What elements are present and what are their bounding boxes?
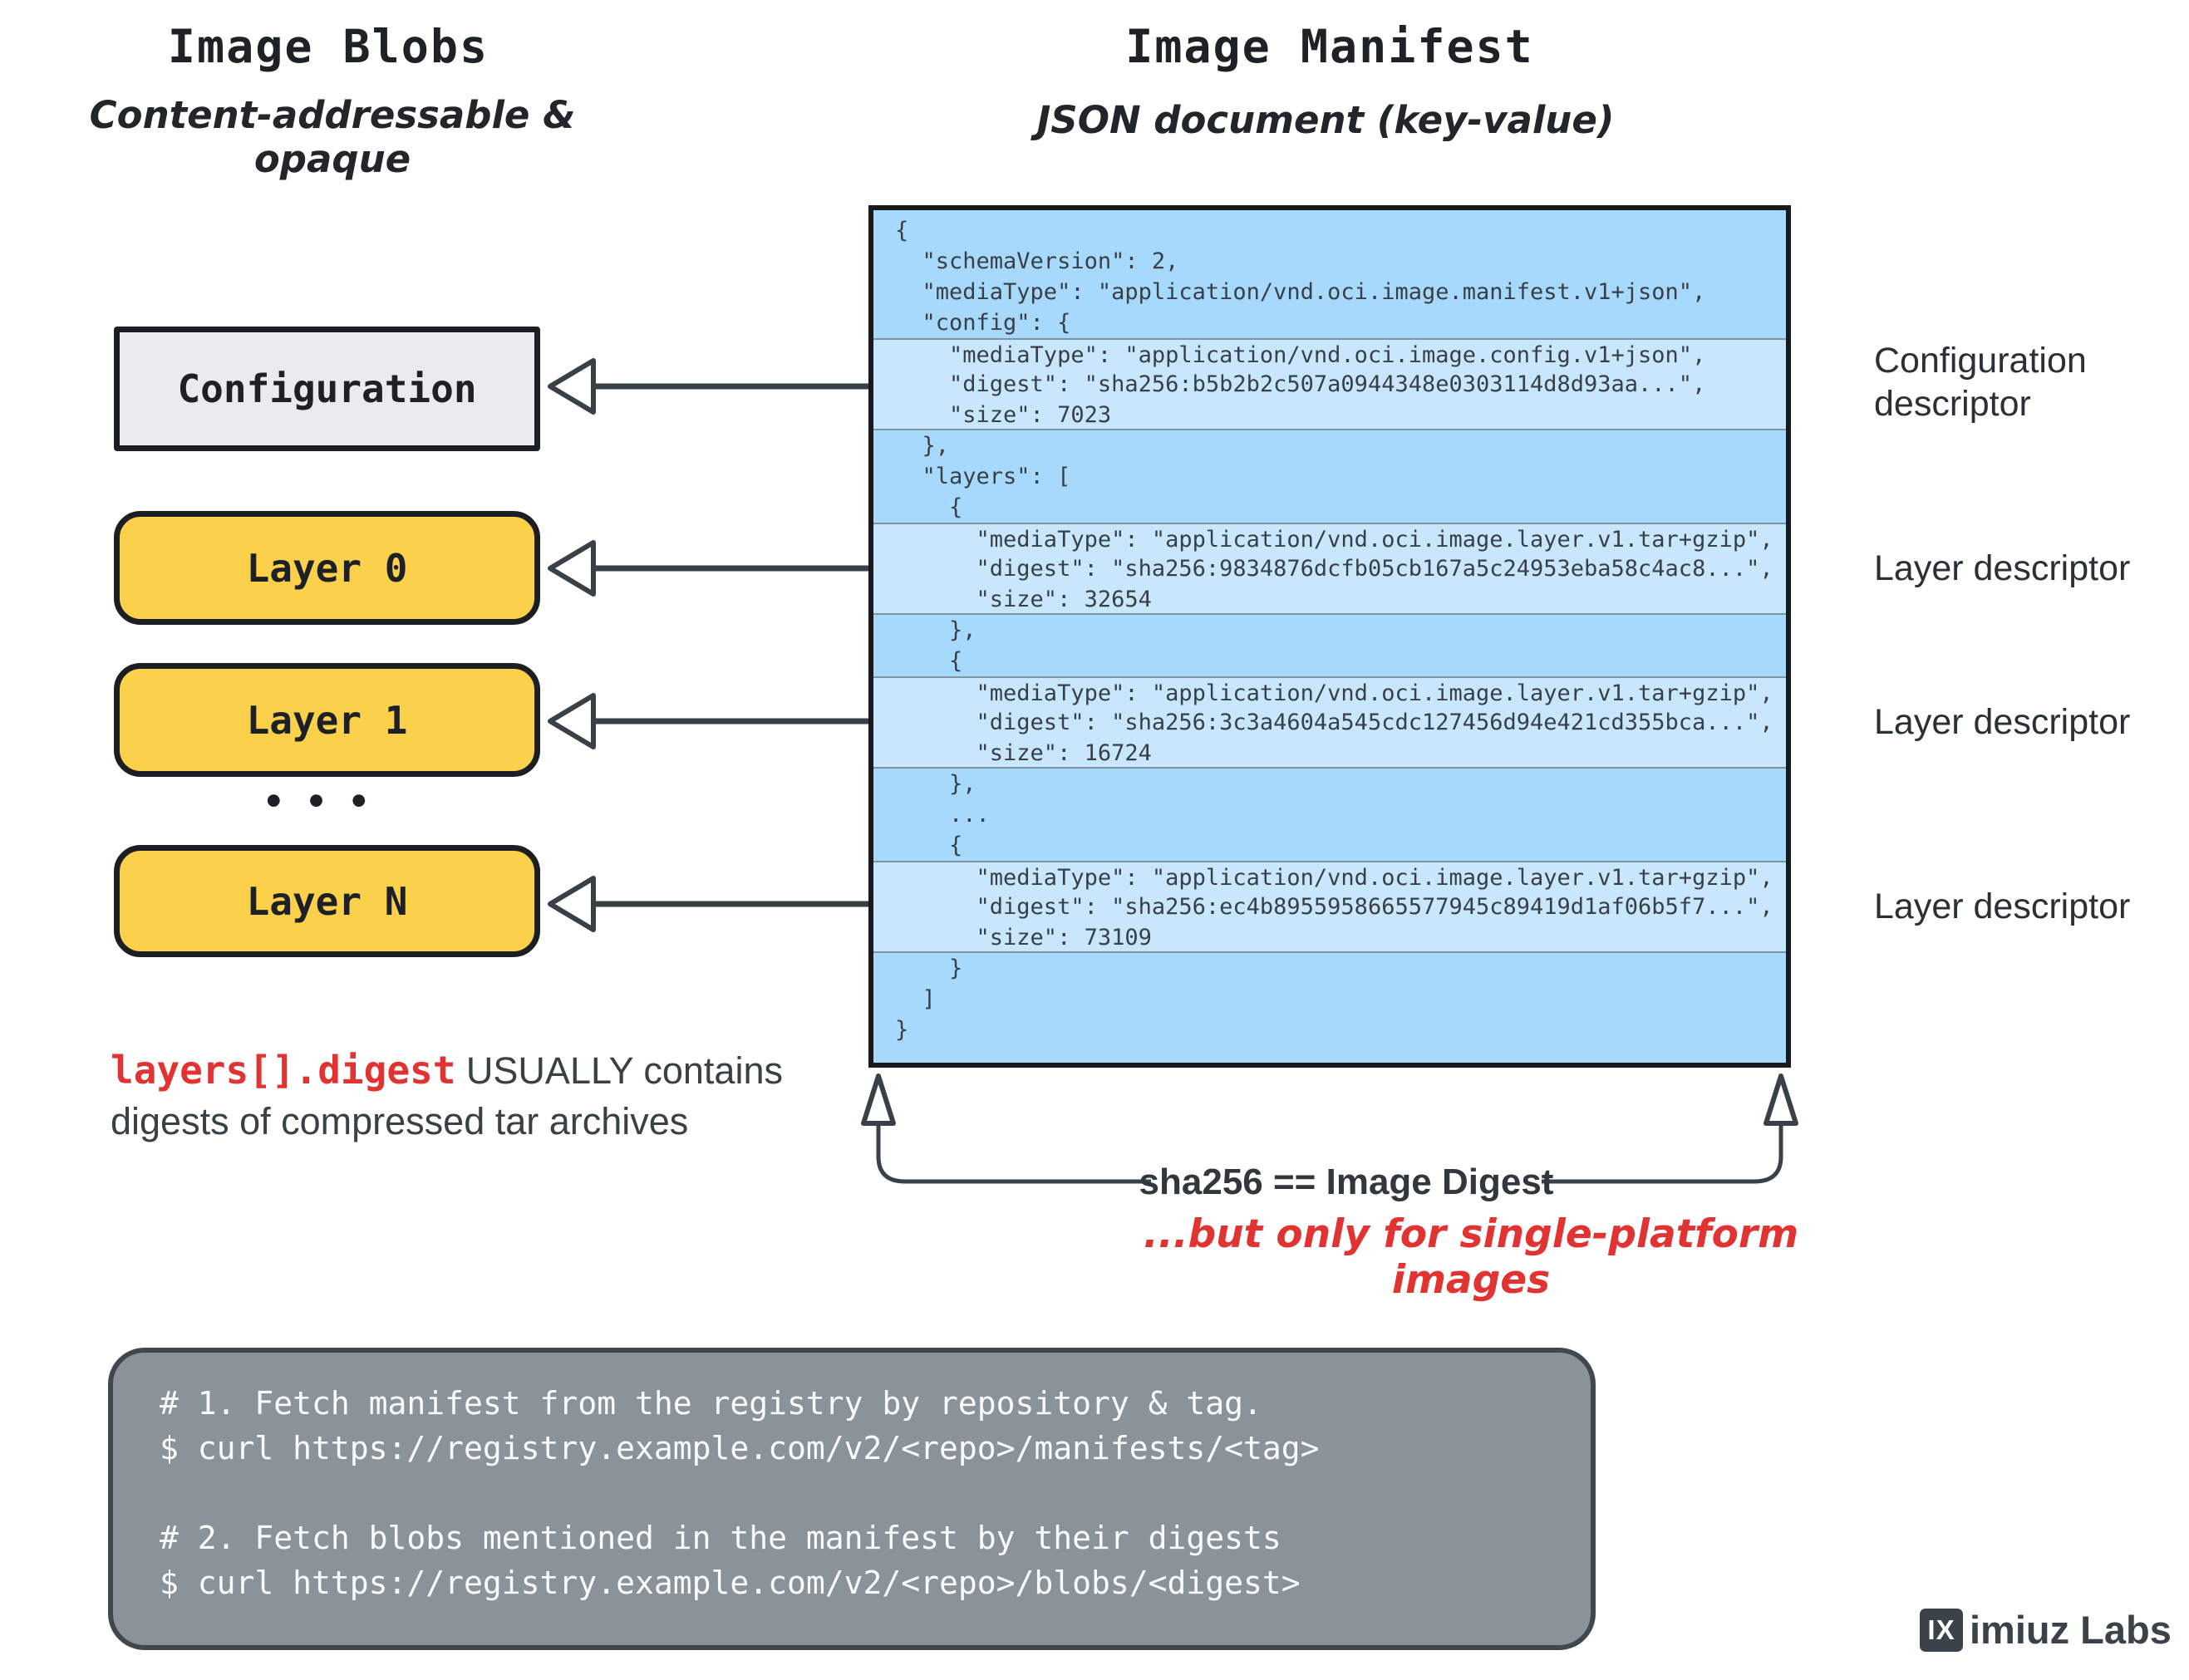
manifest-json-line: "config": { bbox=[895, 310, 1071, 336]
iximiuz-badge-icon: IX bbox=[1920, 1608, 1963, 1652]
layers-digest-note-line2: digests of compressed tar archives bbox=[111, 1100, 689, 1142]
blob-box-layer-1: Layer 1 bbox=[114, 663, 540, 777]
blob-label: Layer 0 bbox=[246, 545, 408, 591]
manifest-json-line: ] bbox=[895, 986, 936, 1012]
blob-box-configuration: Configuration bbox=[114, 327, 540, 451]
layers-digest-rest: USUALLY contains bbox=[455, 1049, 783, 1092]
manifest-json-line: }, bbox=[895, 617, 976, 643]
manifest-json-line: "digest": "sha256:9834876dcfb05cb167a5c2… bbox=[873, 553, 1786, 584]
blob-box-layer-0: Layer 0 bbox=[114, 511, 540, 625]
manifest-json-line: "mediaType": "application/vnd.oci.image.… bbox=[873, 861, 1786, 892]
single-platform-caveat: ...but only for single-platform images bbox=[1143, 1211, 1799, 1303]
manifest-json-line: { bbox=[895, 494, 963, 520]
arrow-layerN-icon bbox=[548, 876, 868, 932]
manifest-subtitle: JSON document (key-value) bbox=[1036, 98, 1615, 142]
manifest-json-line: }, bbox=[895, 433, 950, 459]
descriptor-label-3: Layer descriptor bbox=[1874, 702, 2131, 742]
blob-label: Layer 1 bbox=[246, 697, 408, 743]
terminal-line bbox=[160, 1471, 1591, 1515]
descriptor-label-4: Layer descriptor bbox=[1874, 887, 2131, 926]
terminal-line: # 1. Fetch manifest from the registry by… bbox=[160, 1385, 1262, 1422]
blob-box-layer-n: Layer N bbox=[114, 845, 540, 957]
terminal-line: $ curl https://registry.example.com/v2/<… bbox=[160, 1565, 1301, 1601]
manifest-json-box: { "schemaVersion": 2, "mediaType": "appl… bbox=[868, 205, 1791, 1068]
manifest-json-line: "size": 32654 bbox=[873, 584, 1786, 615]
blob-label: Layer N bbox=[246, 878, 408, 924]
manifest-title: Image Manifest bbox=[1125, 20, 1534, 73]
manifest-json-line: "mediaType": "application/vnd.oci.image.… bbox=[873, 338, 1786, 369]
arrow-layer0-icon bbox=[548, 540, 868, 597]
digest-brace-right-icon bbox=[1542, 1073, 1798, 1184]
blobs-subtitle: Content-addressable & opaque bbox=[89, 93, 576, 181]
manifest-json-line: "mediaType": "application/vnd.oci.image.… bbox=[895, 279, 1706, 305]
iximiuz-labs-logo: IX imiuz Labs bbox=[1920, 1607, 2172, 1653]
iximiuz-brand-name: imiuz Labs bbox=[1970, 1608, 2172, 1652]
descriptor-label-1: Configuration descriptor bbox=[1874, 341, 2087, 424]
manifest-json-line: "mediaType": "application/vnd.oci.image.… bbox=[873, 676, 1786, 707]
manifest-json-line: "mediaType": "application/vnd.oci.image.… bbox=[873, 523, 1786, 553]
manifest-json-line: "digest": "sha256:b5b2b2c507a0944348e030… bbox=[873, 369, 1786, 400]
layers-digest-note: layers[].digest USUALLY contains digests… bbox=[111, 1045, 783, 1147]
manifest-json-line: "layers": [ bbox=[895, 464, 1071, 489]
manifest-json-line: { bbox=[895, 218, 909, 243]
manifest-json-line: } bbox=[895, 1017, 909, 1043]
manifest-json-line: "schemaVersion": 2, bbox=[895, 248, 1179, 274]
manifest-json-line: }, bbox=[895, 771, 976, 797]
blob-label: Configuration bbox=[177, 366, 477, 411]
blobs-title: Image Blobs bbox=[167, 20, 489, 73]
arrow-config-icon bbox=[548, 358, 868, 415]
descriptor-label-2: Layer descriptor bbox=[1874, 548, 2131, 588]
terminal-line: # 2. Fetch blobs mentioned in the manife… bbox=[160, 1520, 1281, 1556]
manifest-json-line: "size": 73109 bbox=[873, 922, 1786, 953]
image-digest-label: sha256 == Image Digest bbox=[1139, 1162, 1554, 1202]
registry-curl-terminal: # 1. Fetch manifest from the registry by… bbox=[108, 1348, 1596, 1650]
manifest-json-line: } bbox=[895, 955, 963, 981]
manifest-json-line: "size": 7023 bbox=[873, 400, 1786, 430]
manifest-json-line: "digest": "sha256:3c3a4604a545cdc127456d… bbox=[873, 707, 1786, 738]
manifest-json-line: { bbox=[895, 833, 963, 858]
digest-brace-left-icon bbox=[861, 1073, 1151, 1184]
layers-digest-code: layers[].digest bbox=[111, 1048, 456, 1093]
manifest-json-content: { "schemaVersion": 2, "mediaType": "appl… bbox=[873, 210, 1786, 1045]
terminal-line: $ curl https://registry.example.com/v2/<… bbox=[160, 1430, 1320, 1466]
manifest-json-line: { bbox=[895, 648, 963, 674]
manifest-json-line: "size": 16724 bbox=[873, 738, 1786, 769]
layers-digest-note-line1: layers[].digest USUALLY contains bbox=[111, 1045, 783, 1096]
arrow-layer1-icon bbox=[548, 693, 868, 749]
manifest-json-line: "digest": "sha256:ec4b8955958665577945c8… bbox=[873, 892, 1786, 922]
manifest-json-line: ... bbox=[895, 802, 990, 828]
terminal-content: # 1. Fetch manifest from the registry by… bbox=[160, 1381, 1591, 1605]
blobs-ellipsis: ••• bbox=[263, 781, 391, 822]
